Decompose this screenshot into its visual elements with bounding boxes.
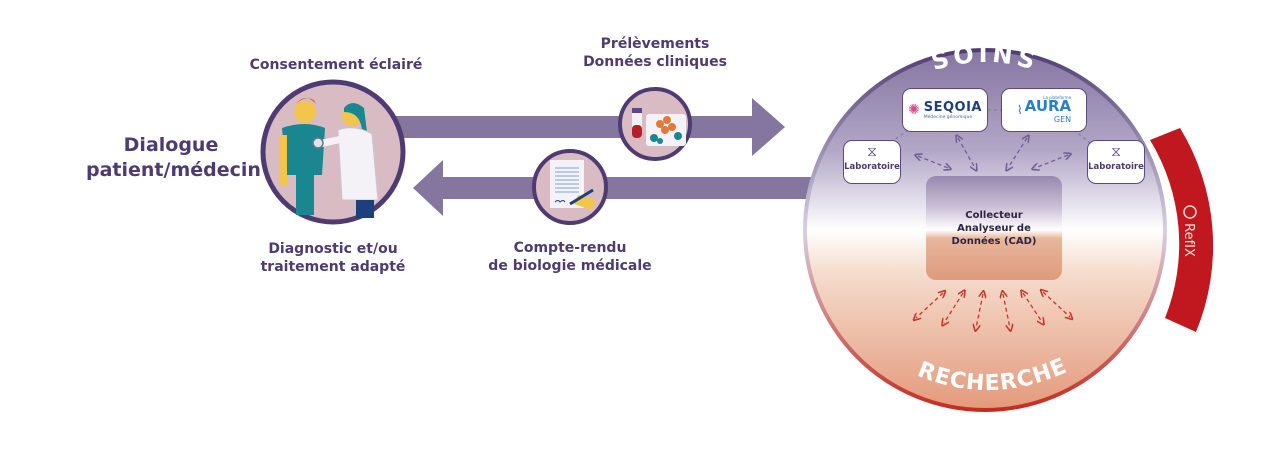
- diagnostic-line2: traitement adapté: [260, 258, 406, 275]
- forward-label-line1: Prélèvements: [600, 36, 710, 52]
- laboratory-right-label: Laboratoire: [1088, 162, 1144, 172]
- diagnostic-label: Diagnostic et/ou traitement adapté: [243, 241, 423, 276]
- backward-label: Compte-rendu de biologie médicale: [480, 240, 660, 275]
- seqoia-burst-icon: ✺: [908, 102, 920, 118]
- refix-band: [1150, 128, 1214, 332]
- forward-arrow: [395, 98, 785, 156]
- auragen-logo-box: ⌇ La plateforme AURA GEN: [1001, 88, 1087, 132]
- samples-illustration: [618, 87, 692, 161]
- seqoia-logo-subtext: Médecine génomique: [923, 115, 973, 120]
- auragen-logo-text: AURA GEN: [1024, 96, 1072, 126]
- aura-text: AURA: [1024, 96, 1072, 115]
- forward-label: Prélèvements Données cliniques: [565, 36, 745, 71]
- red-arrows: [916, 292, 1070, 328]
- diagnostic-line1: Diagnostic et/ou: [268, 241, 398, 257]
- laboratory-left-box: ⧖ Laboratoire: [843, 140, 901, 184]
- forward-label-line2: Données cliniques: [583, 53, 727, 70]
- auragen-logo-toptext: La plateforme: [1043, 94, 1072, 100]
- backward-label-line2: de biologie médicale: [488, 257, 652, 274]
- backward-label-line1: Compte-rendu: [513, 240, 627, 256]
- seqoia-logo-box: ✺ SEQOIA Médecine génomique: [902, 88, 988, 132]
- backward-arrow: [413, 160, 820, 216]
- cad-line2: Analyseur de: [957, 222, 1031, 234]
- dialogue-title: Dialogue patient/médecin: [86, 133, 261, 182]
- dna-icon: ⧖: [1111, 144, 1121, 160]
- dna-icon: ⧖: [867, 144, 877, 160]
- cad-line1: Collecteur: [965, 209, 1023, 221]
- laboratory-left-label: Laboratoire: [844, 162, 900, 172]
- cad-line3: Données (CAD): [951, 235, 1037, 247]
- dialogue-title-line1: Dialogue: [123, 134, 219, 156]
- purple-arrows: [918, 138, 1068, 168]
- seqoia-logo-text: SEQOIA: [923, 100, 982, 115]
- report-illustration: [532, 149, 608, 225]
- gen-text: GEN: [1053, 114, 1072, 124]
- consent-label: Consentement éclairé: [249, 57, 423, 73]
- dna-helix-icon: ⌇: [1016, 103, 1023, 117]
- patient-doctor-illustration: [260, 79, 406, 225]
- dialogue-title-line2: patient/médecin: [86, 158, 261, 181]
- cad-box: Collecteur Analyseur de Données (CAD): [926, 176, 1062, 280]
- laboratory-right-box: ⧖ Laboratoire: [1087, 140, 1145, 184]
